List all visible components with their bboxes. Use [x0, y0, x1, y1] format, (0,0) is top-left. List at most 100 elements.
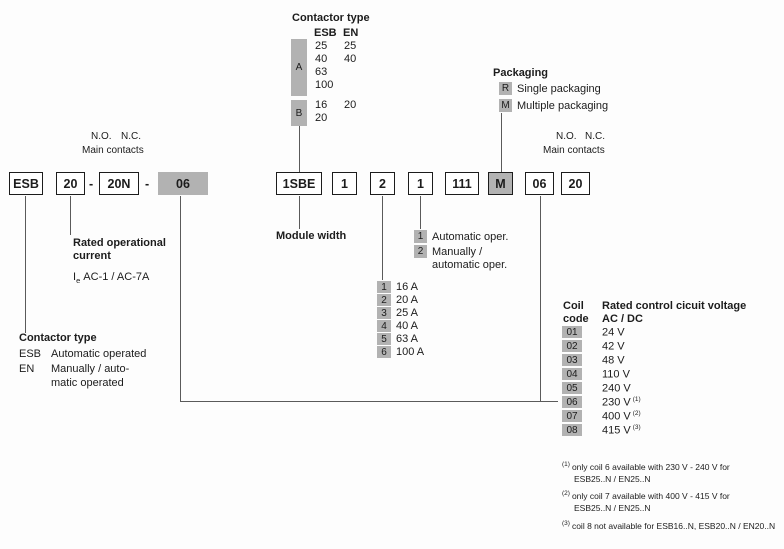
code-segment-operation: 1 — [408, 172, 433, 195]
packaging-title: Packaging — [493, 67, 549, 79]
type-b-en-value: 20 — [344, 99, 357, 111]
operation-code-chip: 2 — [414, 245, 427, 258]
current-detail: AC-1 / AC-7A — [83, 271, 150, 283]
coil-voltage-value: 24 V — [602, 326, 625, 339]
current-value: 16 A — [396, 281, 419, 293]
code-segment-20n: 20N — [99, 172, 139, 195]
type-b-esb-value: 16 — [315, 99, 328, 111]
current-value: 63 A — [396, 333, 419, 345]
operation-code-chip: 1 — [414, 230, 427, 243]
coil-header-coil: Coil — [563, 300, 584, 312]
coil-code-chip: 07 — [562, 410, 582, 422]
current-code-chip: 1 — [377, 281, 391, 293]
code-segment-type: 1 — [332, 172, 357, 195]
left-type-code: ESB — [19, 348, 42, 360]
type-a-en-value: 25 — [344, 40, 357, 52]
top-contactor-type-title: Contactor type — [292, 12, 370, 24]
coil-voltage-value: 110 V — [602, 368, 630, 381]
code-segment-20: 20 — [56, 172, 85, 195]
type-a-en-value: 40 — [344, 53, 357, 65]
code-segment-current: 2 — [370, 172, 395, 195]
packaging-code-chip-m: M — [499, 99, 512, 112]
type-a-esb-value: 25 — [315, 40, 328, 52]
left-main-contacts-label: Main contacts — [82, 145, 144, 156]
left-nc-label: N.C. — [121, 131, 141, 142]
coil-header-voltage: Rated control cicuit voltage — [602, 300, 747, 312]
code-segment-esb: ESB — [9, 172, 43, 195]
coil-voltage-value: 230 V(1) — [602, 396, 641, 409]
footnote-2-line2: ESB25..N / EN25..N — [574, 503, 651, 513]
connector-06-right-vertical — [540, 196, 541, 401]
coil-code-chip: 05 — [562, 382, 582, 394]
coil-header-acdc: AC / DC — [602, 313, 643, 325]
coil-voltage-value: 240 V — [602, 382, 631, 395]
left-contactor-type-title: Contactor type — [19, 332, 97, 344]
coil-header-code: code — [563, 313, 589, 325]
footnote-1-line2: ESB25..N / EN25..N — [574, 474, 651, 484]
code-dash: - — [145, 177, 150, 191]
footnote-2-line1: (2)only coil 7 available with 400 V - 41… — [562, 490, 730, 501]
left-type-label: Automatic operated — [51, 348, 147, 360]
operation-label: Manually / — [432, 246, 483, 258]
connector-1sbe-to-modulewidth — [299, 196, 300, 229]
current-code-chip: 3 — [377, 307, 391, 319]
code-segment-packaging: M — [488, 172, 513, 195]
coil-code-chip: 01 — [562, 326, 582, 338]
coil-code-chip: 02 — [562, 340, 582, 352]
current-symbol-subscript: e — [76, 276, 81, 286]
coil-voltage-value: 48 V — [602, 354, 625, 367]
current-code-chip: 2 — [377, 294, 391, 306]
rated-current-title-line2: current — [73, 250, 111, 262]
connector-20-to-current — [70, 196, 71, 235]
left-type-code: EN — [19, 363, 35, 375]
current-value: 25 A — [396, 307, 419, 319]
coil-code-chip: 04 — [562, 368, 582, 380]
col-header-en: EN — [343, 27, 359, 39]
connector-toptype-to-1sbe — [299, 126, 300, 172]
module-width-label: Module width — [276, 230, 347, 242]
rated-current-spec: Ie AC-1 / AC-7A — [73, 271, 149, 285]
operation-label-line2: automatic oper. — [432, 259, 508, 271]
rated-current-title-line1: Rated operational — [73, 237, 166, 249]
connector-06-left-vertical — [180, 196, 181, 401]
code-segment-1sbe: 1SBE — [276, 172, 322, 195]
coil-code-chip: 06 — [562, 396, 582, 408]
left-type-label: Manually / auto- — [51, 363, 130, 375]
code-segment-contacts: 20 — [561, 172, 590, 195]
code-segment-06-highlight: 06 — [158, 172, 208, 195]
left-no-label: N.O. — [91, 131, 112, 142]
current-code-chip: 6 — [377, 346, 391, 358]
connector-esb-to-type — [25, 196, 26, 333]
packaging-label-single: Single packaging — [517, 83, 601, 95]
current-value: 40 A — [396, 320, 419, 332]
type-b-esb-value: 20 — [315, 112, 328, 124]
coil-code-chip: 08 — [562, 424, 582, 436]
code-dash: - — [89, 177, 94, 191]
right-main-contacts-label: Main contacts — [543, 145, 605, 156]
right-no-label: N.O. — [556, 131, 577, 142]
type-code-chip-a: A — [291, 39, 307, 96]
packaging-code-chip-r: R — [499, 82, 512, 95]
type-code-chip-b: B — [291, 100, 307, 126]
footnote-1-line1: (1)only coil 6 available with 230 V - 24… — [562, 461, 730, 472]
coil-voltage-value: 400 V(2) — [602, 410, 641, 423]
code-segment-111: 111 — [445, 172, 479, 195]
current-value: 100 A — [396, 346, 425, 358]
footnote-3: (3)coil 8 not available for ESB16..N, ES… — [562, 520, 776, 531]
type-a-esb-value: 40 — [315, 53, 328, 65]
coil-voltage-value: 415 V(3) — [602, 424, 641, 437]
connector-packaging-to-m — [501, 113, 502, 172]
left-type-label-line2: matic operated — [51, 377, 124, 389]
coil-voltage-value: 42 V — [602, 340, 625, 353]
current-code-chip: 4 — [377, 320, 391, 332]
current-symbol: I — [73, 271, 77, 283]
type-a-esb-value: 63 — [315, 66, 328, 78]
current-code-chip: 5 — [377, 333, 391, 345]
packaging-label-multiple: Multiple packaging — [517, 100, 609, 112]
coil-code-chip: 03 — [562, 354, 582, 366]
current-value: 20 A — [396, 294, 419, 306]
connector-06-horizontal — [180, 401, 558, 402]
col-header-esb: ESB — [314, 27, 337, 39]
connector-1-to-operation — [420, 196, 421, 229]
